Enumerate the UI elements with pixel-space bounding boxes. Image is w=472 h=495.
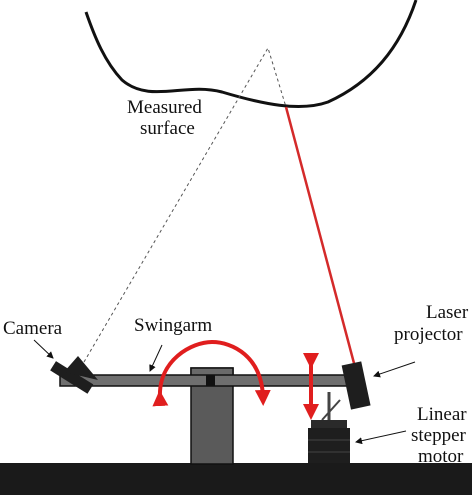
camera-sight-line <box>83 46 287 363</box>
swingarm-label: Swingarm <box>134 315 212 336</box>
laser-projector-label-line2: projector <box>394 324 463 345</box>
stepper-motor-icon <box>308 420 350 463</box>
stepper-pointer <box>355 430 407 445</box>
laser-projector-icon <box>341 361 371 410</box>
laser-projector-label-line1: Laser <box>426 302 469 323</box>
measured-surface-label-line2: surface <box>140 118 195 139</box>
camera-label: Camera <box>3 318 63 339</box>
laser-pointer <box>373 361 416 378</box>
swingarm-pointer <box>149 344 163 372</box>
measured-surface-label-line1: Measured <box>127 97 202 118</box>
pivot-pin <box>206 375 215 386</box>
stepper-label-line2: stepper <box>411 425 467 446</box>
actuator-link <box>321 399 341 421</box>
camera-pointer <box>33 339 54 359</box>
laser-beam <box>284 106 357 368</box>
rotation-arrow-icon <box>152 339 271 407</box>
stepper-label-line3: motor <box>418 446 464 467</box>
base-platform <box>0 463 472 495</box>
stepper-label-line1: Linear <box>417 404 467 425</box>
camera-icon <box>50 356 98 394</box>
measured-surface-curve <box>84 0 418 108</box>
